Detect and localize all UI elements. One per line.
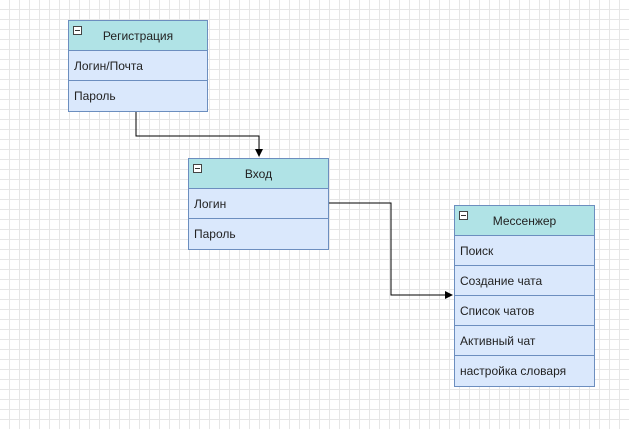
entity-header[interactable]: Мессенжер xyxy=(455,206,594,236)
entity-title: Регистрация xyxy=(102,28,174,43)
entity-row-active-chat[interactable]: Активный чат xyxy=(455,326,594,356)
entity-messenger[interactable]: Мессенжер Поиск Создание чата Список чат… xyxy=(454,205,595,387)
entity-title: Вход xyxy=(244,166,273,181)
entity-header[interactable]: Регистрация xyxy=(69,21,207,51)
entity-row-dictionary-settings[interactable]: настройка словаря xyxy=(460,364,567,378)
entity-registration[interactable]: Регистрация Логин/Почта Пароль xyxy=(68,20,208,112)
registration-login-connector[interactable] xyxy=(132,105,263,157)
collapse-icon[interactable] xyxy=(73,26,82,35)
entity-row-password[interactable]: Пароль xyxy=(194,227,236,241)
collapse-icon[interactable] xyxy=(459,211,468,220)
entity-row-password[interactable]: Пароль xyxy=(74,89,116,103)
entity-header[interactable]: Вход xyxy=(189,159,328,189)
entity-row-login-email[interactable]: Логин/Почта xyxy=(69,51,207,81)
entity-row-chat-list[interactable]: Список чатов xyxy=(455,296,594,326)
entity-title: Мессенжер xyxy=(492,213,557,228)
entity-row-login[interactable]: Логин xyxy=(189,189,328,219)
entity-login[interactable]: Вход Логин Пароль xyxy=(188,158,329,250)
entity-row-create-chat[interactable]: Создание чата xyxy=(455,266,594,296)
collapse-icon[interactable] xyxy=(193,164,202,173)
entity-row-search[interactable]: Поиск xyxy=(455,236,594,266)
login-messenger-connector[interactable] xyxy=(329,202,453,299)
